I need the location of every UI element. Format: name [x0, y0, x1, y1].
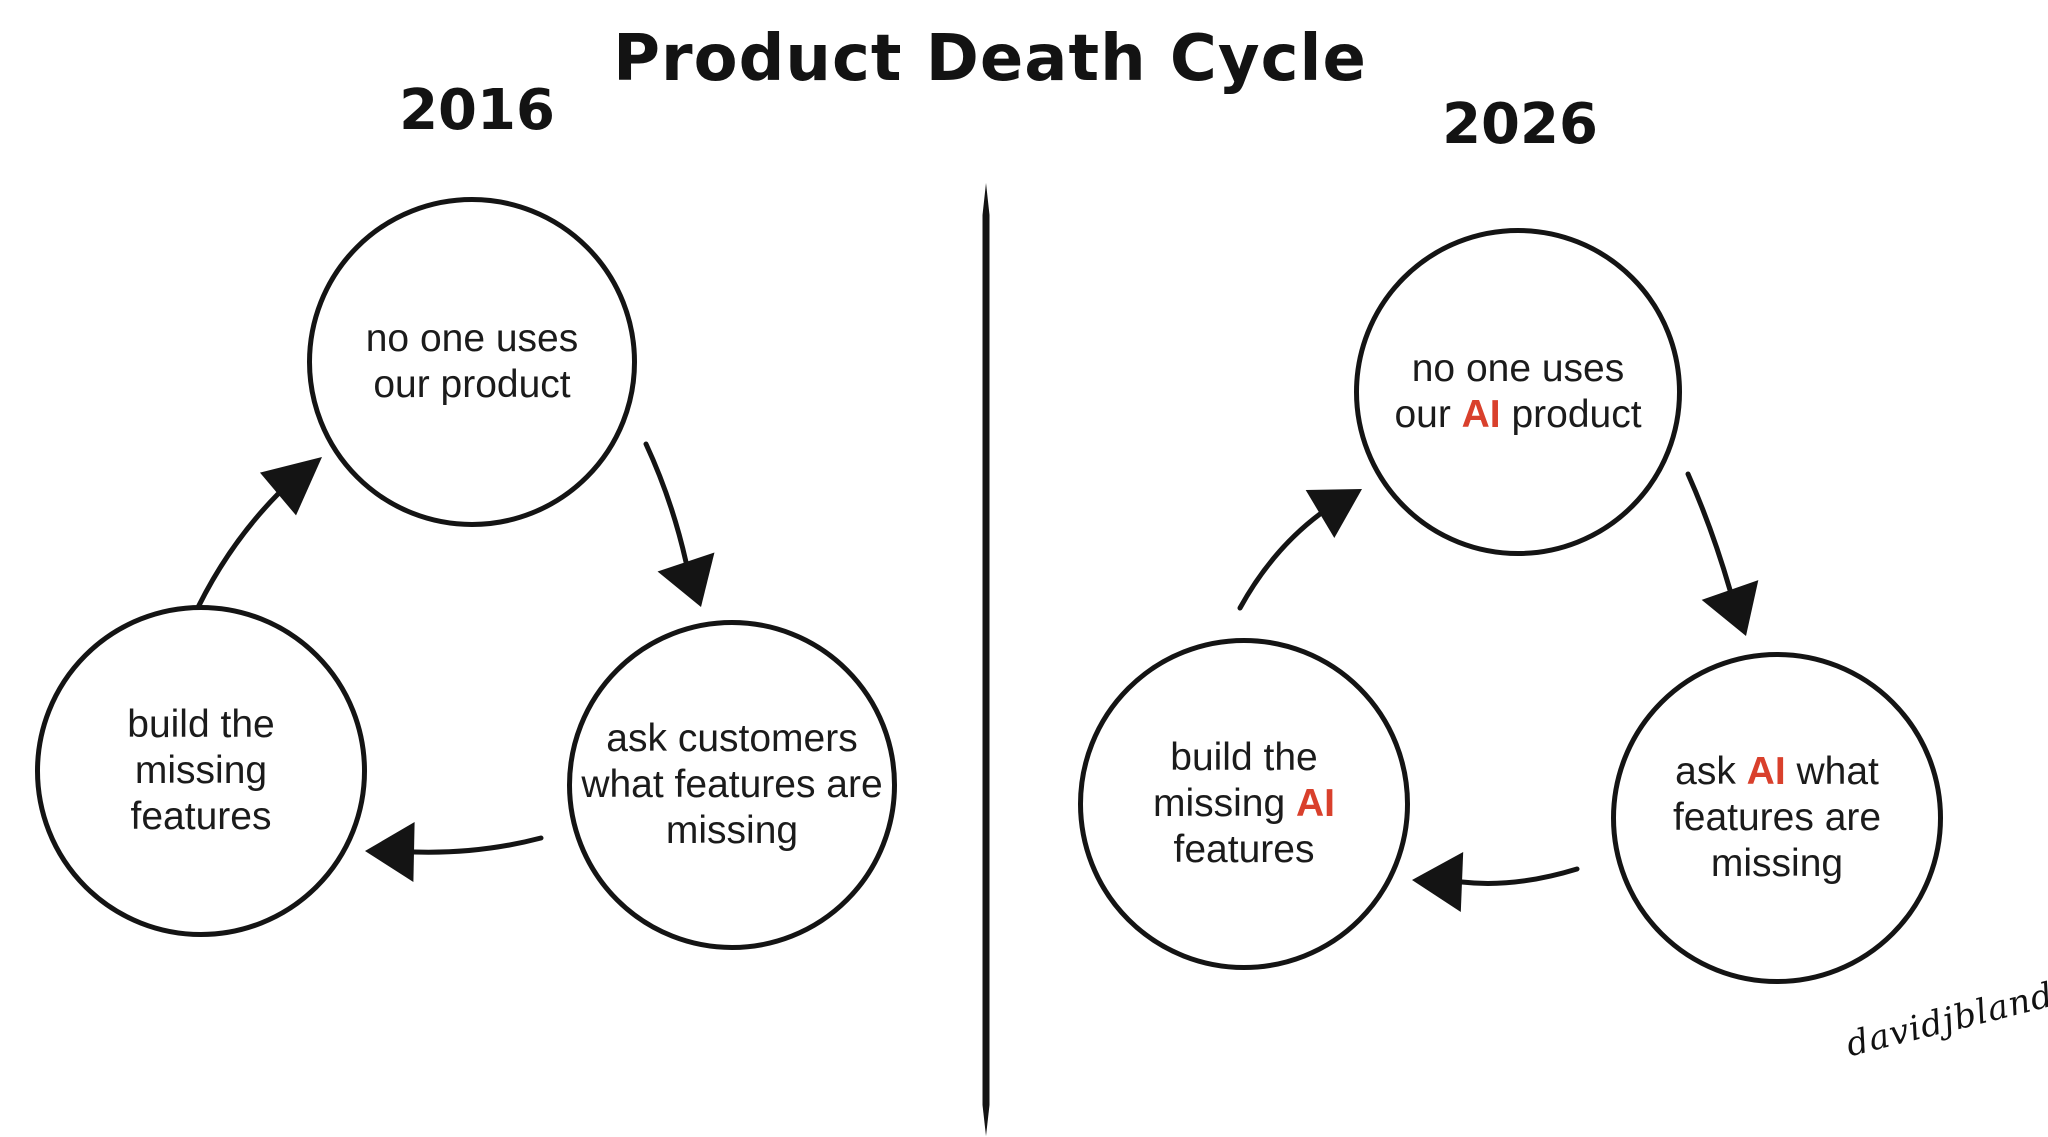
node-label-line: missing — [1711, 841, 1843, 887]
node-label-text: ask customers — [606, 716, 858, 760]
arrowhead-icon — [657, 552, 715, 607]
node-label-text: missing — [1710, 842, 1844, 885]
arrow-build-missing-features-to-no-one-uses-product — [189, 457, 322, 623]
node-label-line: build the — [1170, 735, 1317, 781]
arrow-shaft — [1459, 866, 1580, 886]
arrow-shaft — [1237, 511, 1323, 611]
node-label-text: no one uses — [365, 316, 579, 360]
node-label-text: features are — [1672, 795, 1882, 839]
arrow-shaft — [411, 835, 544, 855]
node-label-line: our product — [373, 362, 570, 408]
node-label-line: our AI product — [1394, 392, 1641, 438]
arrow-shaft — [643, 441, 689, 565]
node-label-text: missing — [134, 748, 268, 792]
arrow-ask-customers-to-build-missing-features — [365, 822, 544, 882]
arrow-no-one-uses-ai-product-to-ask-ai — [1685, 471, 1759, 636]
arrow-shaft — [1685, 471, 1733, 593]
node-label-text: no one uses — [1411, 346, 1625, 390]
arrow-shaft — [189, 491, 281, 623]
node-label-text: build the — [1170, 735, 1318, 779]
panel-divider-line — [982, 183, 990, 1136]
node-label-text: features — [130, 795, 272, 838]
node-label-line: build the — [127, 702, 274, 748]
node-label-line: ask AI what — [1675, 749, 1879, 795]
node-label-text: what features are — [581, 762, 883, 806]
ai-highlight-text: AI — [1746, 749, 1786, 793]
node-label-line: missing — [135, 748, 267, 794]
node-label-text: missing — [665, 809, 799, 852]
ai-highlight-text: AI — [1296, 781, 1336, 825]
node-label-line: what features are — [581, 762, 882, 808]
node-label-text: features — [1173, 828, 1315, 871]
node-label-text: ask — [1675, 749, 1747, 793]
node-label-text: what — [1785, 749, 1879, 793]
node-label-line: ask customers — [606, 716, 857, 762]
node-label-line: missing AI — [1153, 781, 1335, 827]
node-label-line: features are — [1673, 795, 1881, 841]
node-label-line: features — [1174, 827, 1315, 873]
arrow-no-one-uses-product-to-ask-customers — [643, 441, 715, 607]
node-label-line: no one uses — [366, 316, 579, 362]
year-label-2016: 2016 — [399, 78, 555, 143]
arrowhead-icon — [365, 822, 415, 882]
node-label-line: missing — [666, 808, 798, 854]
node-label-text: missing — [1152, 781, 1297, 825]
node-label-line: no one uses — [1412, 346, 1625, 392]
node-label-text: our — [1394, 393, 1462, 436]
arrowhead-icon — [1412, 852, 1464, 912]
arrow-build-missing-ai-features-to-no-one-uses-ai-product — [1237, 489, 1362, 611]
year-label-2026: 2026 — [1442, 92, 1598, 157]
node-label-text: our product — [373, 363, 571, 406]
diagram-title: Product Death Cycle — [613, 22, 1367, 96]
arrowhead-icon — [259, 457, 322, 516]
node-label-text: build the — [127, 702, 275, 746]
arrow-ask-ai-to-build-missing-ai-features — [1412, 852, 1580, 912]
node-label-line: features — [131, 794, 272, 840]
arrowhead-icon — [1701, 580, 1759, 636]
ai-highlight-text: AI — [1461, 393, 1501, 436]
node-label-text: product — [1500, 393, 1642, 436]
artist-signature: davidjbland — [1842, 974, 2048, 1066]
arrowhead-icon — [1305, 489, 1362, 539]
